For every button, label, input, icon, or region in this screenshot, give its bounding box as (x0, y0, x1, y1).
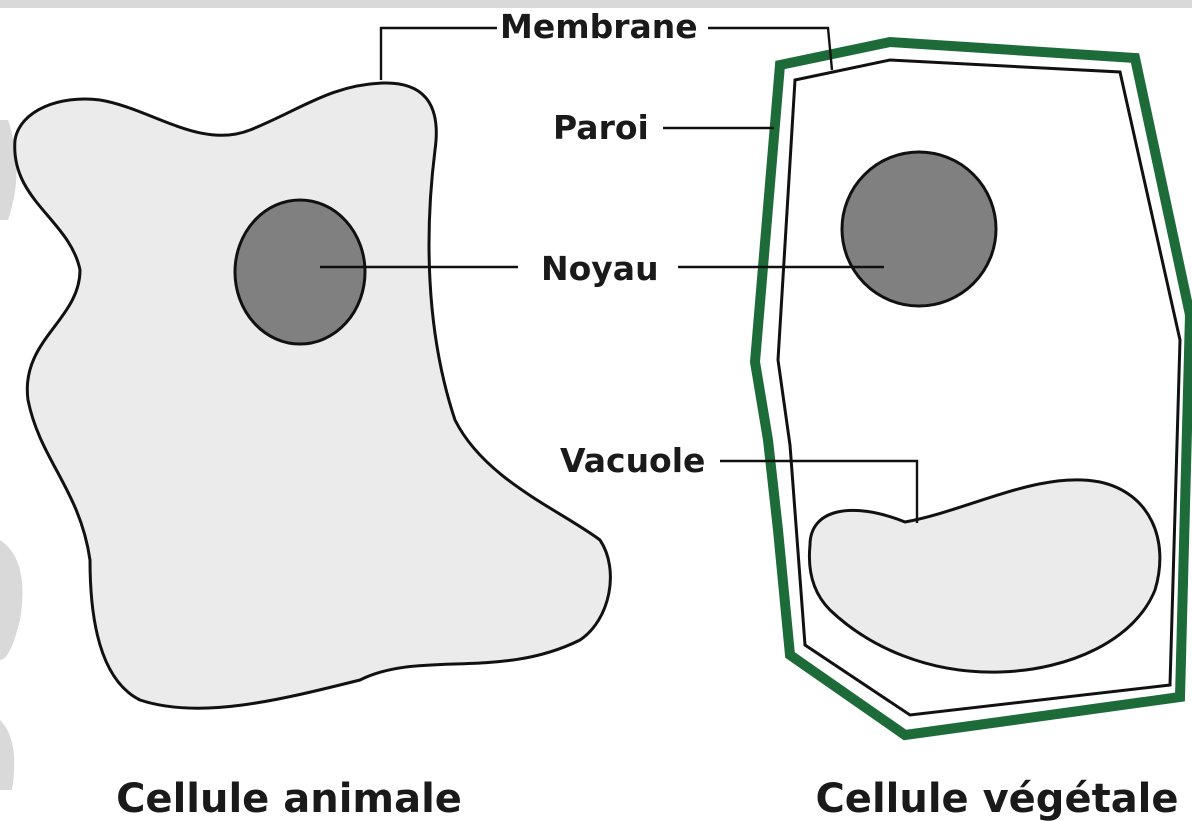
animal-cell-body (15, 83, 611, 708)
caption-plant-cell: Cellule végétale (815, 776, 1178, 821)
membrane-leader-line-right (708, 28, 832, 70)
caption-animal-cell: Cellule animale (116, 776, 462, 821)
label-paroi: Paroi (553, 108, 649, 147)
plant-nucleus (842, 152, 996, 306)
membrane-leader-line (381, 28, 497, 80)
label-membrane: Membrane (500, 7, 698, 46)
label-noyau: Noyau (541, 249, 659, 288)
label-vacuole: Vacuole (560, 441, 705, 480)
animal-nucleus (235, 200, 365, 344)
